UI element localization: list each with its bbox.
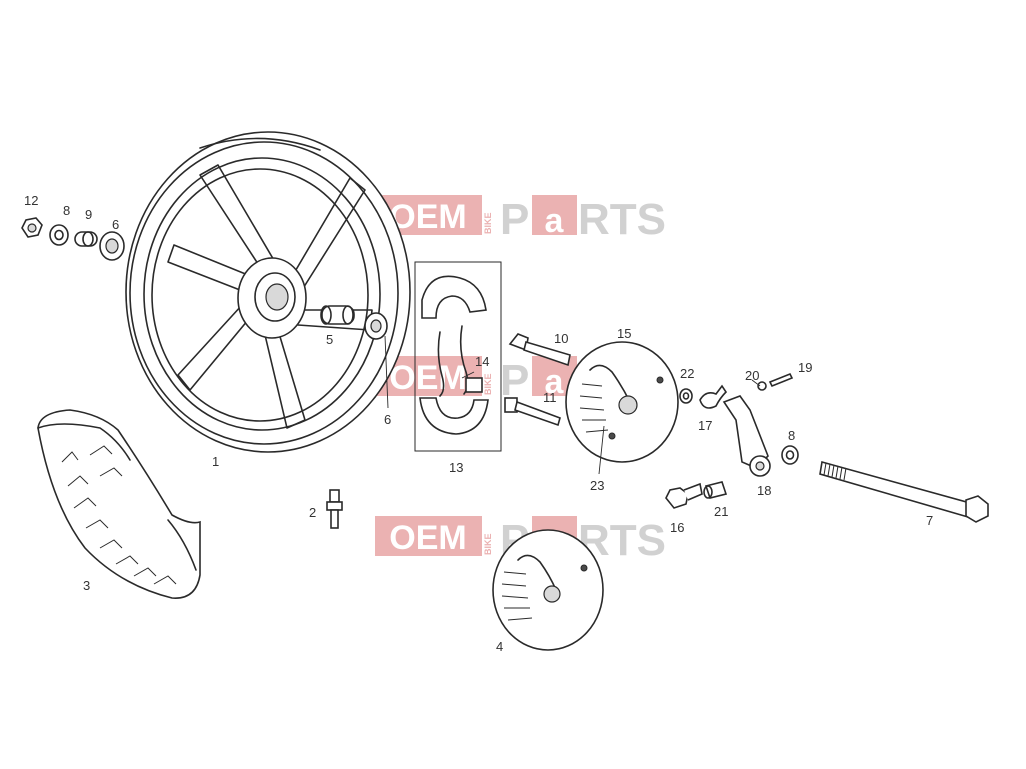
wheel-icon bbox=[125, 131, 411, 453]
callout-10: 10 bbox=[554, 331, 568, 346]
callout-17: 17 bbox=[698, 418, 712, 433]
callout-22: 22 bbox=[680, 366, 694, 381]
brake-plate-icon bbox=[565, 341, 679, 463]
watermark-oem-text: OEM bbox=[389, 359, 466, 397]
callout-14: 14 bbox=[475, 354, 489, 369]
callout-labels: 1 2 3 4 5 6 6 7 8 8 9 10 11 12 13 14 15 … bbox=[24, 193, 933, 654]
callout-15: 15 bbox=[617, 326, 631, 341]
brake-lever-18 bbox=[722, 395, 771, 477]
bolt-19-20 bbox=[757, 372, 794, 391]
callout-21: 21 bbox=[714, 504, 728, 519]
watermark-p-text: P bbox=[500, 356, 529, 405]
tire-icon bbox=[37, 409, 201, 599]
hub-stack-left bbox=[21, 217, 125, 261]
hub-spacer-5 bbox=[320, 305, 355, 325]
callout-1: 1 bbox=[212, 454, 219, 469]
cam-bolt-icon bbox=[508, 333, 571, 367]
watermark-bike-text: BIKE bbox=[483, 533, 493, 555]
callout-20: 20 bbox=[745, 368, 759, 383]
bushing-21 bbox=[703, 481, 728, 499]
callout-19: 19 bbox=[798, 360, 812, 375]
callout-8-left: 8 bbox=[63, 203, 70, 218]
washer-icon bbox=[49, 224, 69, 246]
pin-bolt-icon bbox=[504, 397, 561, 427]
watermark-oem-text: OEM bbox=[389, 519, 466, 557]
callout-9: 9 bbox=[85, 207, 92, 222]
callout-18: 18 bbox=[757, 483, 771, 498]
valve-icon bbox=[326, 489, 343, 529]
watermark-top: OEM BIKE P a RTS bbox=[375, 195, 666, 244]
callout-7: 7 bbox=[926, 513, 933, 528]
wear-indicator-17 bbox=[699, 384, 728, 409]
washer-icon bbox=[781, 445, 799, 465]
axle-bolt-icon bbox=[819, 460, 989, 523]
brake-shoes-icon bbox=[414, 261, 502, 452]
brake-plate-icon bbox=[492, 529, 604, 651]
small-washer-22 bbox=[679, 388, 693, 404]
callout-13: 13 bbox=[449, 460, 463, 475]
callout-2: 2 bbox=[309, 505, 316, 520]
watermark-rts-text: RTS bbox=[578, 195, 666, 244]
watermark-a-text: a bbox=[545, 202, 565, 240]
callout-23: 23 bbox=[590, 478, 604, 493]
watermark-bike-text: BIKE bbox=[483, 373, 493, 395]
callout-11: 11 bbox=[543, 390, 557, 405]
callout-6-left: 6 bbox=[112, 217, 119, 232]
bearing-icon bbox=[364, 312, 388, 340]
watermark-a-text: a bbox=[545, 363, 565, 401]
callout-4: 4 bbox=[496, 639, 503, 654]
callout-12: 12 bbox=[24, 193, 38, 208]
watermark-oem-text: OEM bbox=[389, 198, 466, 236]
nut-16 bbox=[665, 482, 703, 509]
callout-5: 5 bbox=[326, 332, 333, 347]
callout-16: 16 bbox=[670, 520, 684, 535]
callout-3: 3 bbox=[83, 578, 90, 593]
watermark-p-text: P bbox=[500, 195, 529, 244]
leader-lines bbox=[384, 335, 761, 475]
callout-8-right: 8 bbox=[788, 428, 795, 443]
callout-6-right: 6 bbox=[384, 412, 391, 427]
watermark-bike-text: BIKE bbox=[483, 212, 493, 234]
